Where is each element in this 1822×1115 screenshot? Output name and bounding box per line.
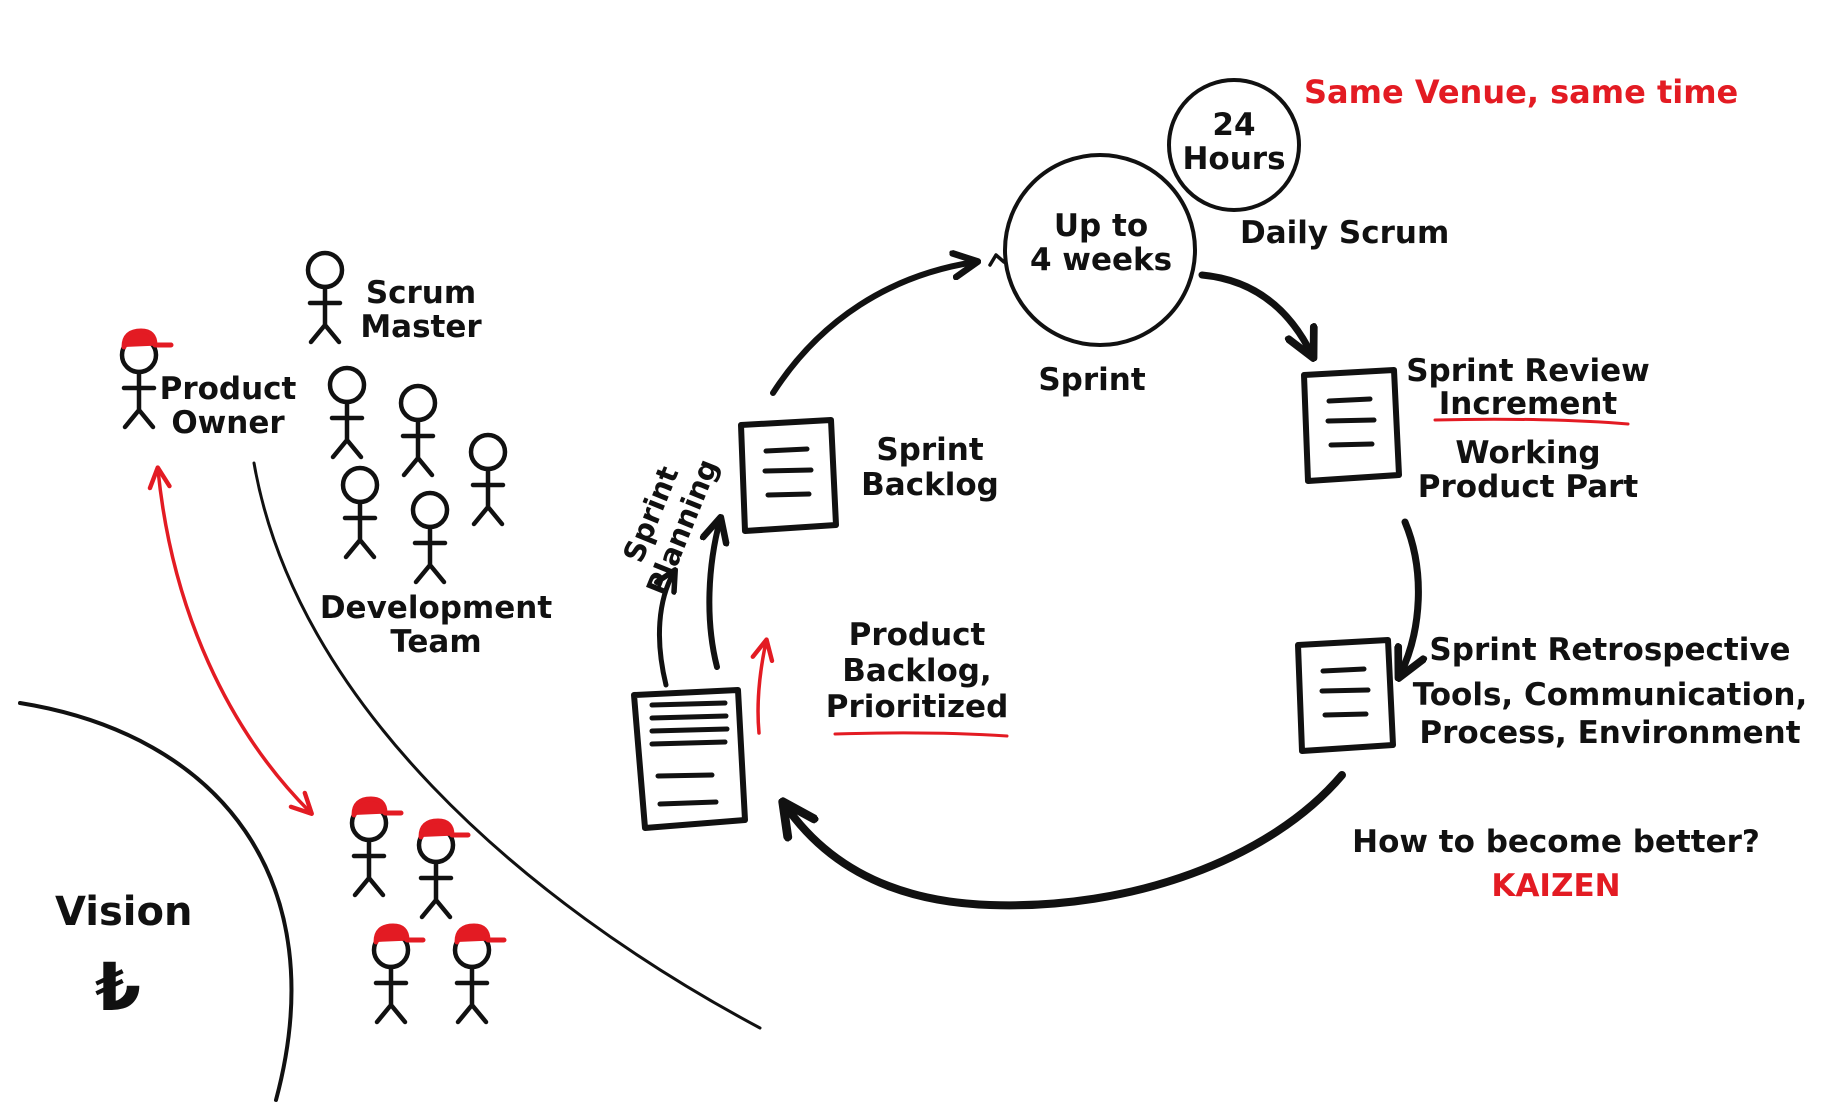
developer-icon — [471, 435, 505, 524]
prioritize-arrow — [750, 637, 775, 735]
developer-icon — [413, 493, 447, 582]
developer-icon — [401, 386, 435, 475]
sprint-retrospective-document-icon — [1298, 640, 1393, 751]
product-backlog-line2-label: Backlog, — [842, 653, 991, 689]
planning-to-sprint-arrow — [770, 262, 975, 396]
product-backlog-line1-label: Product — [849, 617, 986, 653]
hours-number-label: 24 — [1212, 107, 1255, 143]
stakeholder-icon — [374, 926, 423, 1022]
retro-topics-line1-label: Tools, Communication, — [1413, 677, 1808, 713]
lira-currency-icon: ₺ — [95, 949, 141, 1026]
sprint-review-document-icon — [1304, 370, 1399, 481]
sprint-backlog-line2-label: Backlog — [861, 467, 999, 503]
duration-line1-label: Up to — [1054, 208, 1148, 244]
sprint-circle — [1003, 153, 1197, 347]
vision-label: Vision — [55, 889, 192, 935]
sprint-to-review-arrow — [1198, 271, 1312, 355]
daily-scrum-label: Daily Scrum — [1240, 215, 1449, 251]
kaizen-label: KAIZEN — [1491, 868, 1620, 904]
stakeholder-icon — [455, 926, 504, 1022]
sprint-planning-label-group: Sprint Planning — [616, 454, 725, 600]
increment-underline — [1433, 417, 1630, 426]
development-team-line1-label: Development — [320, 590, 552, 626]
development-team-line2-label: Team — [390, 624, 481, 660]
owner-stakeholder-arrow — [147, 465, 314, 816]
sprint-backlog-document-icon — [741, 420, 836, 531]
sprint-label: Sprint — [1038, 362, 1146, 398]
backlog-to-sprint-backlog-arrow — [709, 520, 720, 670]
product-owner-line2-label: Owner — [171, 405, 285, 441]
scrum-master-line1-label: Scrum — [366, 275, 476, 311]
product-backlog-line3-label: Prioritized — [826, 689, 1009, 725]
product-backlog-document-icon — [631, 687, 748, 831]
working-label: Working — [1455, 435, 1600, 471]
sprint-backlog-line1-label: Sprint — [876, 432, 984, 468]
developer-icon — [330, 368, 364, 457]
product-part-label: Product Part — [1418, 469, 1639, 505]
stakeholder-icon — [352, 799, 401, 895]
daily-scrum-circle — [1167, 78, 1301, 212]
backlog-planning-arrow — [659, 572, 674, 688]
sprint-retrospective-label: Sprint Retrospective — [1429, 632, 1790, 668]
how-to-improve-label: How to become better? — [1352, 824, 1760, 860]
increment-label: Increment — [1439, 386, 1618, 422]
retro-topics-line2-label: Process, Environment — [1419, 715, 1800, 751]
same-venue-label: Same Venue, same time — [1304, 73, 1738, 111]
sprint-review-label: Sprint Review — [1406, 353, 1650, 389]
product-owner-line1-label: Product — [160, 371, 297, 407]
duration-line2-label: 4 weeks — [1030, 242, 1172, 278]
vision-arc — [18, 701, 294, 1102]
prioritized-underline — [833, 731, 1009, 738]
hours-unit-label: Hours — [1182, 141, 1285, 177]
developer-icon — [343, 468, 377, 557]
stakeholder-icon — [419, 821, 468, 917]
retro-to-backlog-arrow — [785, 771, 1346, 910]
scrum-master-icon — [308, 253, 342, 342]
review-to-retro-arrow — [1400, 518, 1418, 675]
scrum-master-line2-label: Master — [360, 309, 482, 345]
